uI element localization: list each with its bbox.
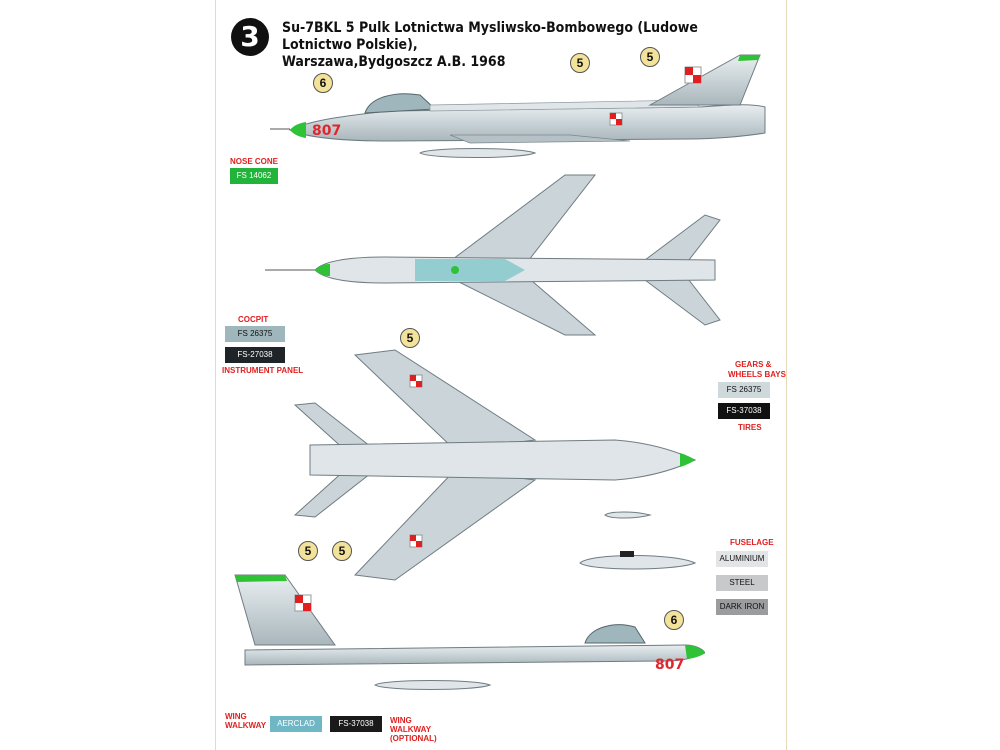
aircraft-number: 807 <box>312 123 341 139</box>
wing-walkway-label: WING WALKWAY <box>225 712 267 730</box>
wing-left-top <box>443 174 597 266</box>
side-view-right: 807 <box>234 574 705 690</box>
gear-swatch-1: FS 26375 <box>718 382 770 398</box>
callout-5: 5 <box>298 541 318 561</box>
wheels-bays-label: WHEELS BAYS <box>728 370 786 379</box>
tires-label: TIRES <box>738 423 762 432</box>
underside-view <box>293 349 697 581</box>
cockpit-swatch-2: FS-27038 <box>225 347 285 363</box>
polish-roundel-fuselage <box>609 112 623 126</box>
cockpit-label: COCPIT <box>238 315 269 324</box>
fuselage-top <box>288 104 766 142</box>
aircraft-number-right: 807 <box>655 657 684 673</box>
callout-5: 5 <box>640 47 660 67</box>
fuselage-label: FUSELAGE <box>730 538 774 547</box>
walkway-swatch-2: FS-37038 <box>330 716 382 732</box>
cockpit-swatch-1: FS 26375 <box>225 326 285 342</box>
gears-label: GEARS & <box>735 360 772 369</box>
wing-right-top <box>444 274 597 336</box>
polish-roundel-tail <box>684 66 702 84</box>
instrument-panel-label: INSTRUMENT PANEL <box>222 366 304 375</box>
profile-number-badge: 3 <box>231 18 269 56</box>
nose-cone <box>290 122 306 138</box>
title-line-2: Warszawa,Bydgoszcz A.B. 1968 <box>282 54 506 70</box>
wing-right-under <box>353 469 537 581</box>
callout-6: 6 <box>664 610 684 630</box>
title-line-1: Su-7BKL 5 Pulk Lotnictwa Mysliwsko-Bombo… <box>282 20 698 53</box>
nose-cone-swatch: FS 14062 <box>230 168 278 184</box>
top-view <box>265 174 721 336</box>
walkway-swatch-1: AERCLAD <box>270 716 322 732</box>
canopy <box>364 93 437 114</box>
vertical-tail <box>648 54 761 106</box>
fuselage-swatch-dark-iron: DARK IRON <box>716 599 768 615</box>
callout-5: 5 <box>332 541 352 561</box>
fuselage-swatch-steel: STEEL <box>716 575 768 591</box>
nose-cone-label: NOSE CONE <box>230 157 279 166</box>
callout-6: 6 <box>313 73 333 93</box>
fuselage-swatch-aluminium: ALUMINIUM <box>716 551 768 567</box>
wing-walkway-optional-label: WING WALKWAY (OPTIONAL) <box>390 716 437 743</box>
wing-left-under <box>353 349 537 451</box>
profile-title: Su-7BKL 5 Pulk Lotnictwa Mysliwsko-Bombo… <box>282 20 762 71</box>
callout-5: 5 <box>570 53 590 73</box>
callout-5: 5 <box>400 328 420 348</box>
gear-swatch-2: FS-37038 <box>718 403 770 419</box>
external-stores <box>579 511 697 570</box>
vertical-tail-right <box>234 574 336 646</box>
side-view-left: 807 <box>270 54 766 158</box>
